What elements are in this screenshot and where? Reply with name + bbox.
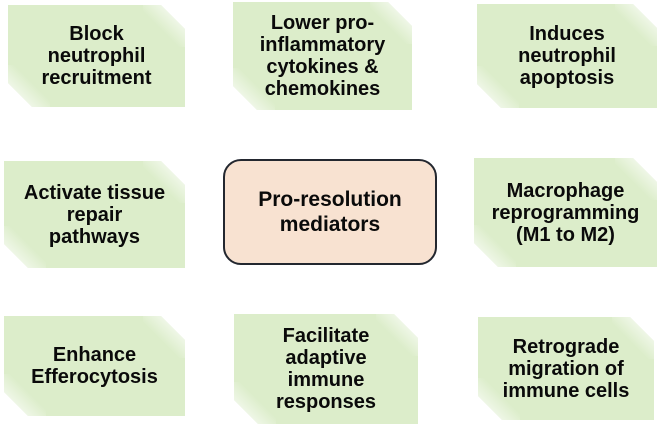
benefit-node-label: Induces neutrophil apoptosis — [518, 23, 616, 89]
benefit-node-block-neutrophil-recruitment: Block neutrophil recruitment — [8, 5, 185, 107]
center-node-label: Pro-resolution mediators — [258, 188, 402, 236]
benefit-node-label: Block neutrophil recruitment — [41, 23, 152, 89]
benefit-node-label: Enhance Efferocytosis — [31, 344, 158, 388]
benefit-node-activate-tissue-repair-pathways: Activate tissue repair pathways — [4, 161, 185, 268]
benefit-node-label: Macrophage reprogramming (M1 to M2) — [491, 179, 640, 246]
benefit-node-facilitate-adaptive-immune-responses: Facilitate adaptive immune responses — [234, 314, 418, 424]
benefit-node-retrograde-migration-of-immune-cells: Retrograde migration of immune cells — [478, 317, 654, 420]
benefit-node-label: Lower pro- inflammatory cytokines & chem… — [259, 12, 386, 100]
benefit-node-label: Activate tissue repair pathways — [23, 181, 166, 248]
benefit-node-macrophage-reprogramming: Macrophage reprogramming (M1 to M2) — [474, 158, 657, 267]
benefit-node-lower-pro-inflammatory-cytokines: Lower pro- inflammatory cytokines & chem… — [233, 2, 412, 110]
benefit-node-label: Facilitate adaptive immune responses — [275, 325, 377, 413]
benefit-node-induces-neutrophil-apoptosis: Induces neutrophil apoptosis — [477, 4, 657, 108]
benefit-node-label: Retrograde migration of immune cells — [502, 335, 630, 402]
benefit-node-enhance-efferocytosis: Enhance Efferocytosis — [4, 316, 185, 416]
center-node-pro-resolution-mediators: Pro-resolution mediators — [223, 159, 437, 265]
